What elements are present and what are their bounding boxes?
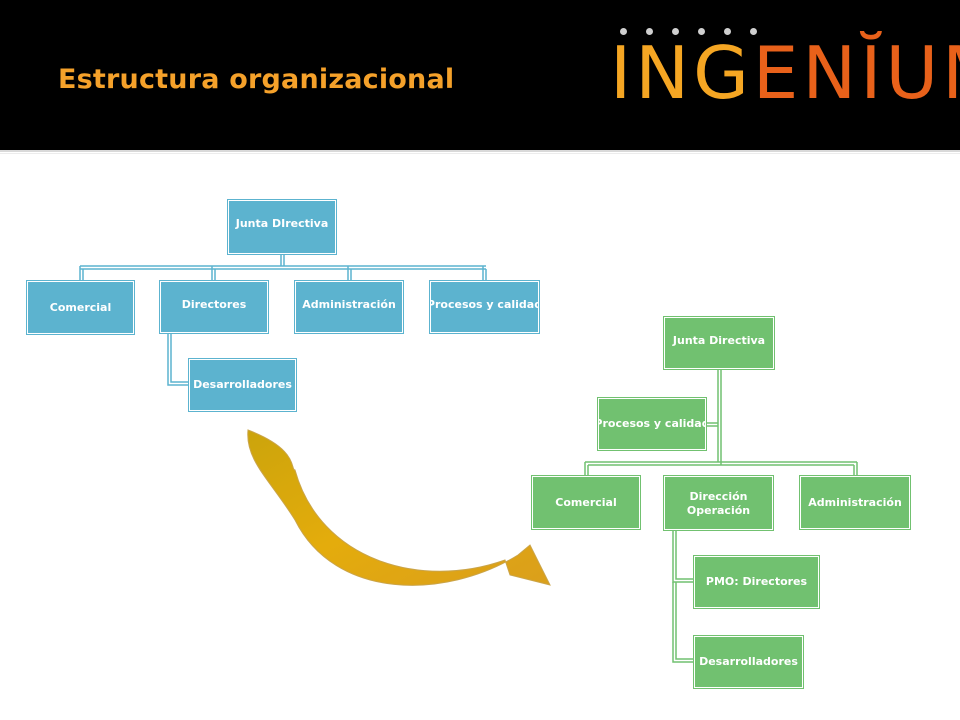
header-divider (0, 150, 960, 152)
node-directores: Directores (159, 280, 269, 334)
logo-dot (698, 28, 705, 35)
connector-to-pmo (672, 530, 694, 583)
connector-root-down (280, 254, 285, 266)
connector-assistant (706, 422, 718, 427)
connector-horizontal (80, 265, 486, 270)
node-administracion-before: Administración (294, 280, 404, 334)
connector-to-directores (211, 266, 216, 281)
connector-to-comercial (79, 266, 84, 281)
connector-to-desarrolladores (167, 333, 189, 386)
after-connectors (584, 369, 858, 663)
logo-part-ing: ING (610, 31, 753, 115)
logo-part-enium: ENĬUM (752, 31, 960, 115)
node-comercial-after: Comercial (531, 475, 641, 530)
connector-to-comercial-after (584, 462, 589, 476)
node-junta-directiva-after: Junta Directiva (663, 316, 775, 370)
header-divider-thin (0, 153, 960, 154)
transition-arrow (247, 429, 551, 586)
logo-wordmark: INGENĬUM (610, 28, 960, 118)
connector-horizontal-after (585, 461, 857, 466)
before-connectors (79, 254, 487, 386)
logo-dot (672, 28, 679, 35)
logo-dot (620, 28, 627, 35)
node-desarrolladores-after: Desarrolladores (693, 635, 804, 689)
connector-to-administracion (347, 266, 352, 281)
node-pmo-directores: PMO: Directores (693, 555, 820, 609)
node-administracion-after: Administración (799, 475, 911, 530)
logo-dot (646, 28, 653, 35)
logo-dot (724, 28, 731, 35)
node-junta-directiva-before: Junta DIrectiva (227, 199, 337, 255)
slide-title: Estructura organizacional (58, 64, 455, 95)
node-procesos-after: Procesos y calidad (597, 397, 707, 451)
connector-root-down-after (717, 369, 722, 465)
connector-to-procesos (482, 266, 487, 281)
node-direccion-operacion: Dirección Operación (663, 475, 774, 531)
ingenium-logo: INGENĬUM (610, 20, 960, 115)
logo-dot (750, 28, 757, 35)
connector-to-administracion-after (853, 462, 858, 476)
node-desarrolladores-before: Desarrolladores (188, 358, 297, 412)
node-procesos-before: Procesos y calidad (429, 280, 540, 334)
header-bar (0, 0, 960, 150)
connector-to-desarrolladores-after (672, 582, 694, 663)
node-comercial-before: Comercial (26, 280, 135, 335)
